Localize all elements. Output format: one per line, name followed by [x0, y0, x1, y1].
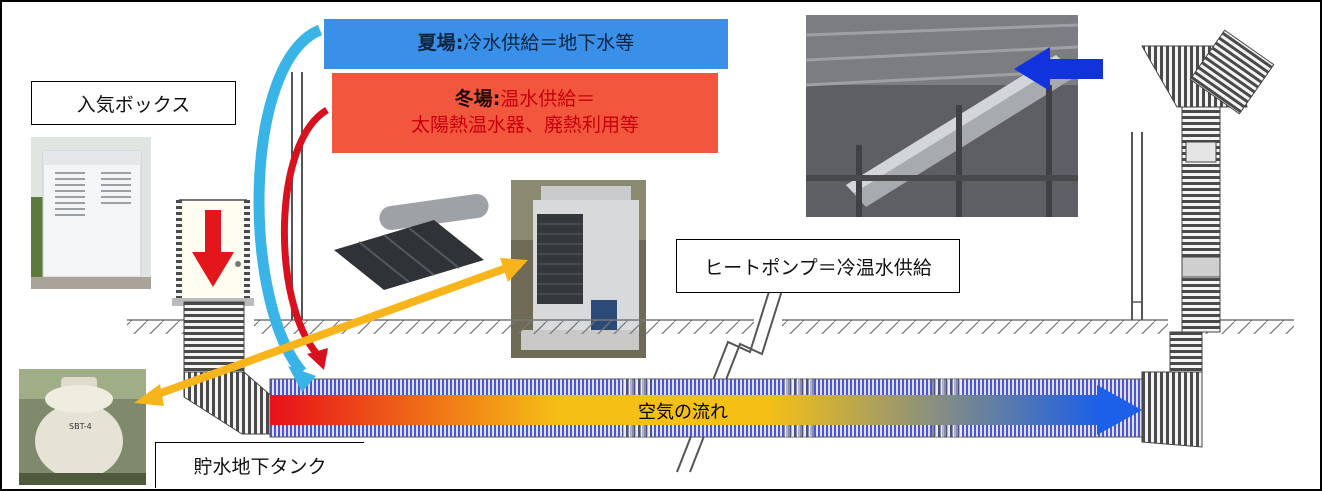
winter-prefix: 冬場 — [454, 88, 493, 111]
winter-supply-arrow — [281, 106, 329, 370]
intake-box-label: 入気ボックス — [31, 81, 236, 125]
ceiling-flow-arrow — [1014, 47, 1103, 91]
heat-pump-label: ヒートポンプ＝冷温水供給 — [676, 239, 960, 293]
tank-marking: SBT-4 — [69, 422, 92, 431]
winter-banner: 冬場:温水供給＝ 太陽熱温水器、廃熱利用等 — [332, 73, 718, 153]
ceiling-duct-photo — [806, 15, 1078, 217]
storage-tank-photo: SBT-4 — [19, 369, 146, 485]
winter-sep: : — [492, 88, 501, 111]
summer-sep: : — [455, 32, 464, 55]
storage-tank-label: 貯水地下タンク — [155, 442, 364, 488]
air-flow-arrow — [270, 385, 1142, 435]
summer-text: 冷水供給＝地下水等 — [463, 32, 635, 55]
air-flow-label: 空気の流れ — [638, 402, 728, 423]
summer-banner: 夏場:冷水供給＝地下水等 — [324, 19, 728, 69]
summer-supply-arrow — [253, 24, 323, 392]
winter-line2: 太陽熱温水器、廃熱利用等 — [410, 114, 639, 136]
intake-box-photo — [31, 137, 151, 289]
intake-down-arrow — [192, 210, 234, 287]
heat-pump-tank-arrow — [134, 258, 528, 406]
ground-surface — [127, 319, 1294, 334]
winter-line1: 温水供給＝ — [500, 88, 596, 111]
summer-prefix: 夏場 — [417, 32, 456, 55]
